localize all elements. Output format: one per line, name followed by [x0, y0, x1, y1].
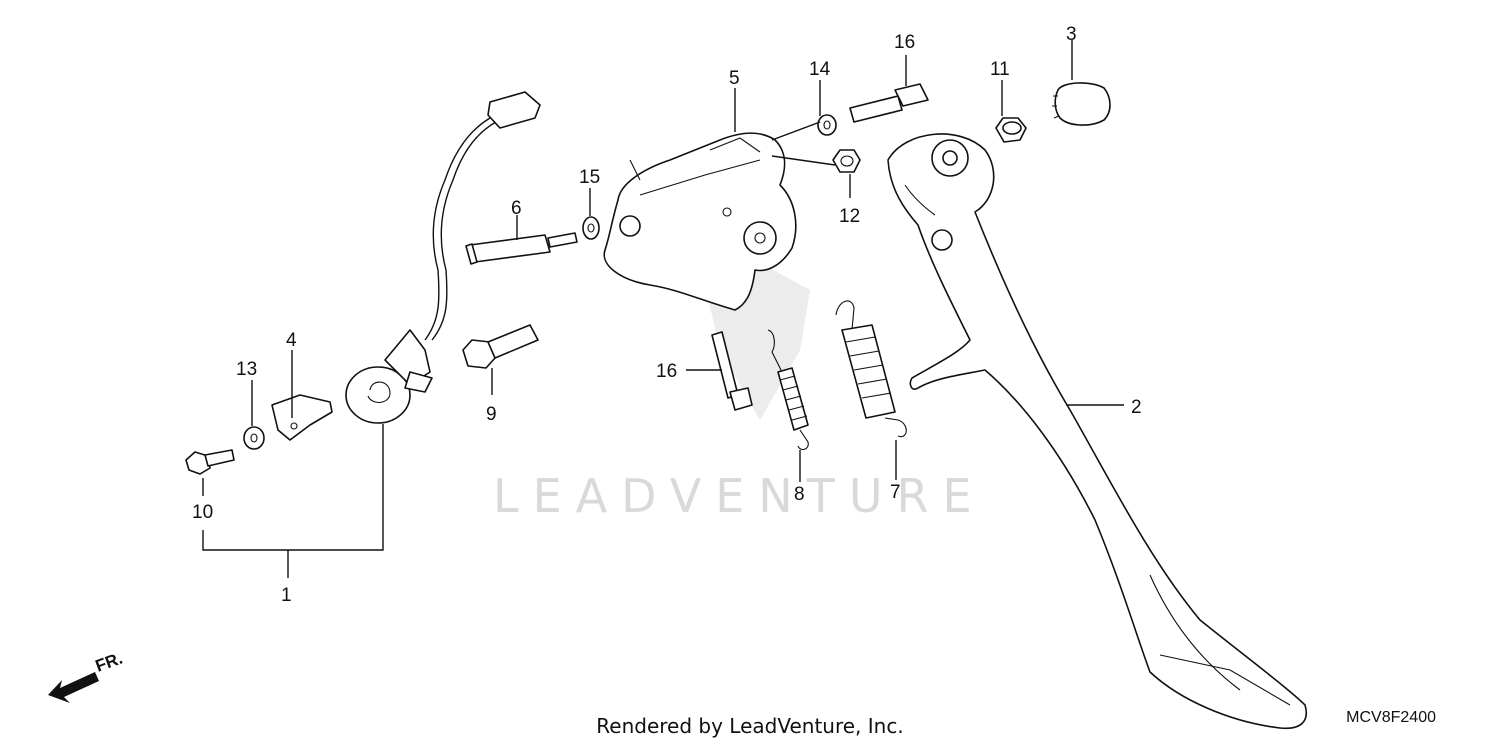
callout-2: 2	[1131, 397, 1142, 418]
callout-7: 7	[890, 482, 901, 503]
callout-9: 9	[486, 404, 497, 425]
callout-16-upper: 16	[894, 32, 915, 53]
callout-10: 10	[192, 502, 213, 523]
spring-part-8[interactable]	[767, 329, 809, 451]
bolt-part-10[interactable]	[185, 449, 235, 475]
callout-13: 13	[236, 359, 257, 380]
front-direction-arrow: FR.	[48, 649, 125, 703]
diagram-code: MCV8F2400	[1346, 709, 1436, 726]
callout-6: 6	[511, 198, 522, 219]
cap-part[interactable]	[1052, 82, 1111, 126]
callout-16-lower: 16	[656, 361, 677, 382]
callout-12: 12	[839, 206, 860, 227]
washer-part-15[interactable]	[582, 216, 600, 240]
watermark-text: LEADVENTURE	[493, 469, 986, 523]
callout-11: 11	[990, 59, 1010, 80]
bolt-part-9[interactable]	[462, 324, 539, 369]
washer-part-14[interactable]	[817, 114, 837, 136]
callout-1: 1	[281, 585, 292, 606]
sidestand-switch-part[interactable]	[345, 91, 541, 424]
callout-3: 3	[1066, 24, 1077, 45]
callout-14: 14	[809, 59, 831, 80]
bolt-part-16-lower[interactable]	[711, 331, 753, 411]
spring-part-7[interactable]	[835, 300, 907, 438]
leader-lines	[202, 40, 1124, 578]
plate-part-4[interactable]	[271, 394, 333, 441]
nut-part-11[interactable]	[995, 117, 1027, 143]
bolt-part-16-upper[interactable]	[849, 83, 929, 123]
callout-4: 4	[286, 330, 297, 351]
callout-15: 15	[579, 167, 600, 188]
washer-part-13[interactable]	[243, 426, 265, 450]
callout-5: 5	[729, 68, 740, 89]
callout-numbers: 1 2 3 4 5 6 7 8 9 10 11 12 13 14 15 16 1…	[192, 24, 1142, 606]
side-stand-part[interactable]	[887, 133, 1307, 730]
footer-credit: Rendered by LeadVenture, Inc.	[596, 714, 904, 738]
nut-part-12[interactable]	[832, 149, 861, 173]
pivot-bolt-part[interactable]	[465, 232, 578, 265]
direction-label: FR.	[93, 649, 125, 676]
callout-8: 8	[794, 484, 805, 505]
bracket-part[interactable]	[603, 132, 797, 311]
